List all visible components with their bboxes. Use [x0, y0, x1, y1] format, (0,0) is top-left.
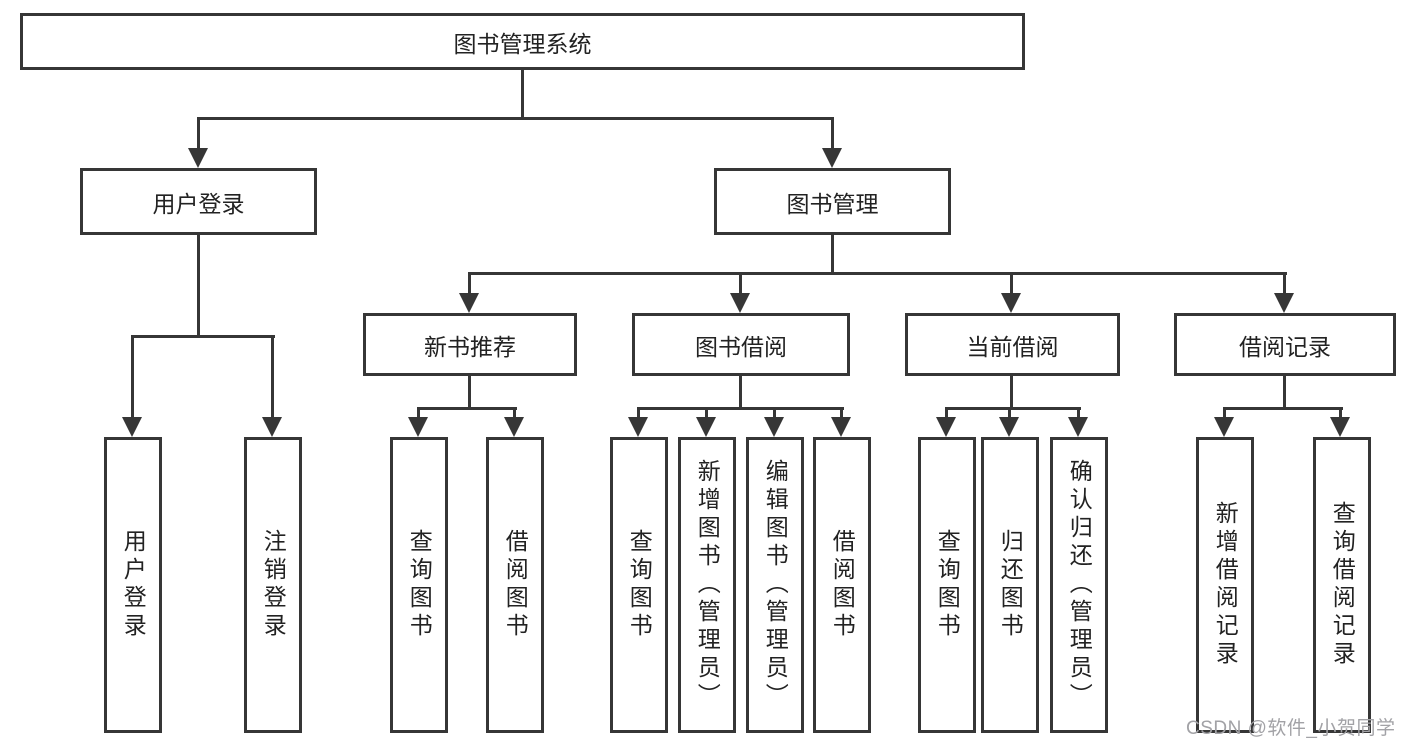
leaf-confirm-return-admin: 确认归还（管理员）	[1050, 437, 1108, 733]
leaf-confirm-return-admin-label: 确认归还（管理员）	[1066, 459, 1093, 711]
leaf-borrow-books-recommend-label: 借阅图书	[502, 529, 529, 641]
node-book-management-label: 图书管理	[786, 190, 879, 217]
connector-login-stem	[197, 235, 200, 335]
arrow-to-book-management	[822, 117, 842, 168]
arrow-to-leaf-user-login	[122, 335, 142, 437]
connector-current-stem	[1010, 376, 1013, 407]
connector-borrow-bar	[637, 407, 844, 410]
arrow-to-leaf-confirm-return-admin	[1068, 407, 1088, 437]
arrow-to-borrow-records	[1274, 272, 1294, 313]
leaf-query-books-current: 查询图书	[918, 437, 976, 733]
node-book-borrow-label: 图书借阅	[695, 333, 787, 360]
node-borrow-records-label: 借阅记录	[1239, 333, 1331, 360]
arrow-to-leaf-query-books-borrow	[628, 407, 648, 437]
arrow-to-leaf-edit-book-admin	[764, 407, 784, 437]
node-user-login: 用户登录	[80, 168, 317, 235]
arrow-to-book-borrow	[730, 272, 750, 313]
arrow-to-new-book-recommend	[459, 272, 479, 313]
connector-login-bar	[131, 335, 275, 338]
connector-root-bar	[197, 117, 834, 120]
arrow-to-leaf-add-book-admin	[696, 407, 716, 437]
node-current-borrow-label: 当前借阅	[966, 333, 1059, 360]
leaf-query-books-recommend: 查询图书	[390, 437, 448, 733]
leaf-query-books-recommend-label: 查询图书	[406, 529, 433, 641]
connector-borrow-stem	[739, 376, 742, 407]
leaf-query-borrow-record: 查询借阅记录	[1313, 437, 1371, 733]
leaf-logout: 注销登录	[244, 437, 302, 733]
connector-management-stem	[831, 235, 834, 272]
arrow-to-user-login	[188, 117, 208, 168]
node-borrow-records: 借阅记录	[1174, 313, 1396, 376]
leaf-return-book-label: 归还图书	[997, 529, 1024, 641]
connector-records-bar	[1223, 407, 1343, 410]
node-user-login-label: 用户登录	[152, 190, 245, 217]
arrow-to-leaf-query-books-recommend	[408, 407, 428, 437]
node-new-book-recommend: 新书推荐	[363, 313, 577, 376]
connector-current-bar	[945, 407, 1081, 410]
node-system-root-label: 图书管理系统	[453, 30, 592, 57]
connector-recommend-bar	[417, 407, 517, 410]
arrow-to-leaf-query-books-current	[936, 407, 956, 437]
arrow-to-leaf-borrow-books-borrow	[831, 407, 851, 437]
leaf-add-borrow-record: 新增借阅记录	[1196, 437, 1254, 733]
connector-recommend-stem	[468, 376, 471, 407]
node-current-borrow: 当前借阅	[905, 313, 1120, 376]
node-book-borrow: 图书借阅	[632, 313, 850, 376]
leaf-borrow-books-borrow-label: 借阅图书	[829, 529, 856, 641]
leaf-user-login: 用户登录	[104, 437, 162, 733]
leaf-query-borrow-record-label: 查询借阅记录	[1329, 501, 1356, 669]
arrow-to-leaf-add-borrow-record	[1214, 407, 1234, 437]
leaf-query-books-borrow: 查询图书	[610, 437, 668, 733]
leaf-return-book: 归还图书	[981, 437, 1039, 733]
node-new-book-recommend-label: 新书推荐	[424, 333, 516, 360]
leaf-user-login-label: 用户登录	[120, 529, 147, 641]
arrow-to-leaf-query-borrow-record	[1330, 407, 1350, 437]
node-book-management: 图书管理	[714, 168, 951, 235]
arrow-to-leaf-logout	[262, 335, 282, 437]
leaf-query-books-current-label: 查询图书	[934, 529, 961, 641]
leaf-logout-label: 注销登录	[260, 529, 287, 641]
connector-root-stem	[521, 70, 524, 117]
watermark: CSDN @软件_小贺同学	[1186, 718, 1396, 739]
arrow-to-leaf-return-book	[999, 407, 1019, 437]
arrow-to-leaf-borrow-books-recommend	[504, 407, 524, 437]
leaf-add-book-admin: 新增图书（管理员）	[678, 437, 736, 733]
connector-records-stem	[1283, 376, 1286, 407]
leaf-borrow-books-borrow: 借阅图书	[813, 437, 871, 733]
leaf-add-borrow-record-label: 新增借阅记录	[1212, 501, 1239, 669]
connector-management-bar	[468, 272, 1287, 275]
node-system-root: 图书管理系统	[20, 13, 1025, 70]
leaf-borrow-books-recommend: 借阅图书	[486, 437, 544, 733]
leaf-query-books-borrow-label: 查询图书	[626, 529, 653, 641]
leaf-add-book-admin-label: 新增图书（管理员）	[694, 459, 721, 711]
leaf-edit-book-admin: 编辑图书（管理员）	[746, 437, 804, 733]
arrow-to-current-borrow	[1001, 272, 1021, 313]
leaf-edit-book-admin-label: 编辑图书（管理员）	[762, 459, 789, 711]
